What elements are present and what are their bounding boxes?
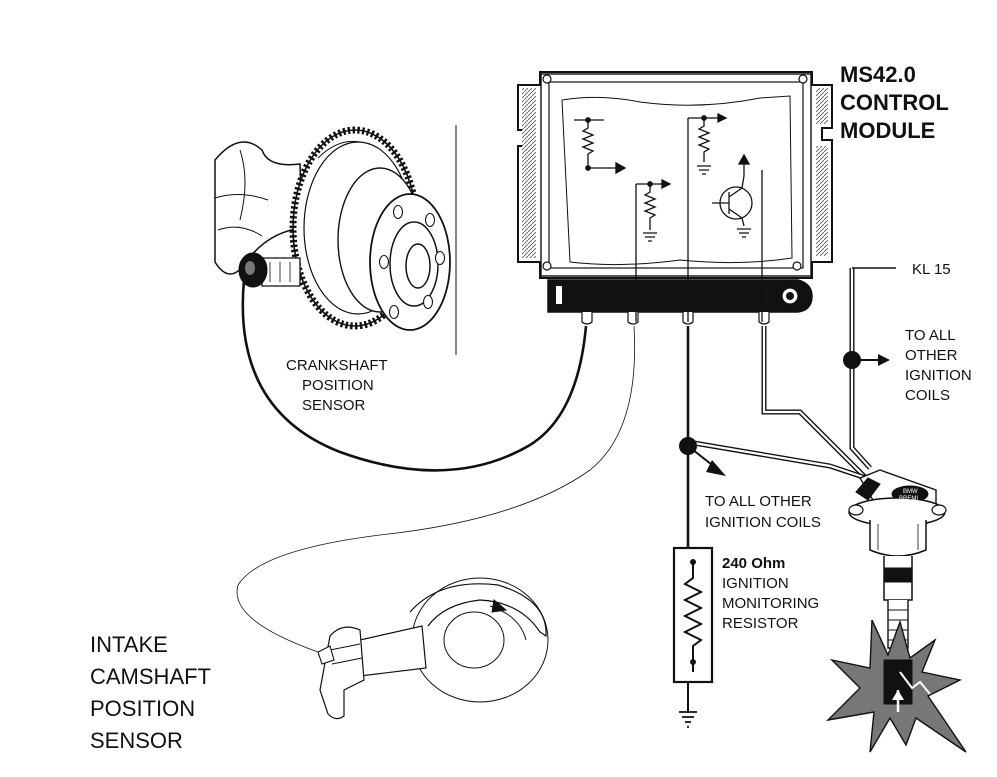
module-title-line: CONTROL xyxy=(840,90,949,115)
spark-burst xyxy=(825,619,967,753)
crank-label-line: POSITION xyxy=(302,377,374,394)
control-module xyxy=(517,71,833,325)
monitoring-resistor xyxy=(672,546,714,684)
kl15-terminal-label: KL 15 xyxy=(912,261,951,278)
supply-note-line: TO ALL xyxy=(905,327,956,344)
module-title-line: MODULE xyxy=(840,118,935,143)
module-screw xyxy=(798,74,808,84)
ground-note-line: TO ALL OTHER xyxy=(705,493,812,510)
coil-brand-line: BREMI xyxy=(899,496,918,502)
cam-label-line: POSITION xyxy=(90,696,195,721)
module-screw xyxy=(542,261,552,271)
coil-brand: BMW BREMI xyxy=(899,489,918,502)
resistor-desc-line: IGNITION xyxy=(722,575,789,592)
crank-label-line: SENSOR xyxy=(302,397,366,414)
crank-label-line: CRANKSHAFT xyxy=(286,357,388,374)
cam-label-line: SENSOR xyxy=(90,728,183,753)
crank-sensor-label: CRANKSHAFT POSITION SENSOR xyxy=(286,357,388,414)
ignition-coil xyxy=(848,469,947,649)
internal-circuit xyxy=(574,112,763,322)
branch-arrow-head xyxy=(706,460,726,476)
supply-note-line: IGNITION xyxy=(905,367,972,384)
supply-note-line: COILS xyxy=(905,387,950,404)
connector-pin xyxy=(581,312,593,325)
cam-label-line: CAMSHAFT xyxy=(90,664,211,689)
ground-note-line: IGNITION COILS xyxy=(705,514,821,531)
supply-labels: KL 15 TO ALL OTHER IGNITION COILS xyxy=(905,261,972,404)
module-title: MS42.0 CONTROL MODULE xyxy=(840,62,949,143)
coil-brand-line: BMW xyxy=(903,489,918,495)
resistor-value: 240 Ohm xyxy=(722,555,785,572)
resistor-label: 240 Ohm IGNITION MONITORING RESISTOR xyxy=(722,555,819,632)
resistor-desc-line: MONITORING xyxy=(722,595,819,612)
crankshaft-drawing xyxy=(214,125,457,355)
crankshaft-position-sensor xyxy=(238,252,301,288)
connector-pin xyxy=(758,312,770,325)
module-screw xyxy=(792,261,802,271)
wiring-junctions xyxy=(679,351,890,476)
intake-camshaft-position-sensor xyxy=(317,577,549,720)
cam-sensor-label: INTAKE CAMSHAFT POSITION SENSOR xyxy=(90,632,211,753)
module-screw xyxy=(542,74,552,84)
branch-arrow-head xyxy=(878,354,890,366)
module-title-line: MS42.0 xyxy=(840,62,916,87)
resistor-desc-line: RESISTOR xyxy=(722,615,799,632)
cam-label-line: INTAKE xyxy=(90,632,168,657)
ground-branch-note: TO ALL OTHER IGNITION COILS xyxy=(705,493,821,531)
supply-note-line: OTHER xyxy=(905,347,958,364)
